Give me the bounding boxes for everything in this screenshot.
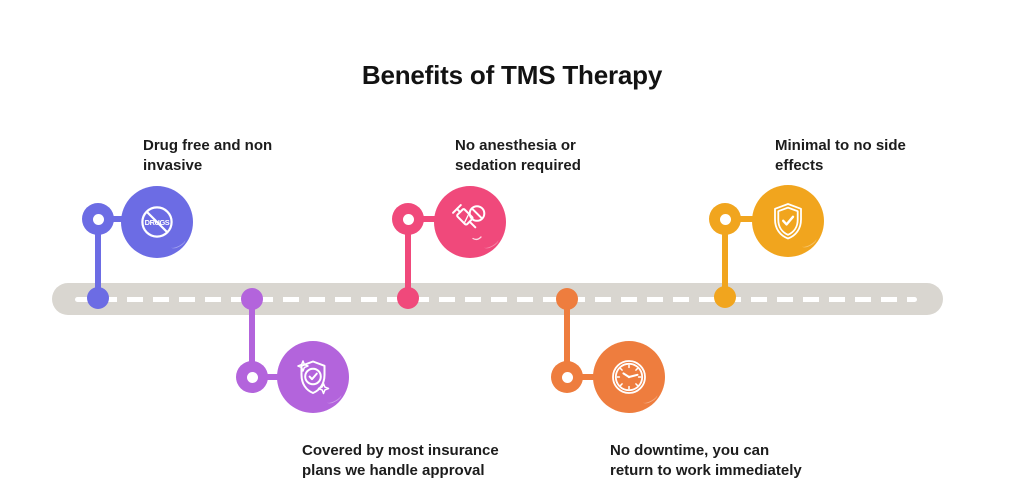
connector-ring bbox=[551, 361, 583, 393]
label-line: No anesthesia or bbox=[455, 137, 576, 154]
connector-stem bbox=[564, 299, 570, 377]
timeline-bar bbox=[52, 283, 943, 315]
milestone-label: Covered by most insurance plans we handl… bbox=[302, 441, 499, 481]
icon-circle bbox=[434, 186, 506, 258]
clock-icon bbox=[612, 360, 646, 394]
label-line: Drug free and non bbox=[143, 137, 273, 154]
label-line: No downtime, you can bbox=[610, 442, 770, 459]
connector-ring bbox=[236, 361, 268, 393]
label-line: invasive bbox=[143, 157, 203, 174]
connector-stem bbox=[95, 219, 101, 298]
milestone-label: Drug free and non invasive bbox=[143, 136, 272, 176]
label-line: Minimal to no side bbox=[775, 137, 906, 154]
icon-circle bbox=[752, 185, 824, 257]
shield-check-icon bbox=[774, 203, 802, 240]
connector-ring bbox=[82, 203, 114, 235]
drugs-icon-text: DRUGS bbox=[145, 218, 170, 227]
label-line: Covered by most insurance bbox=[302, 442, 499, 459]
icon-circle: DRUGS bbox=[121, 186, 193, 258]
connector-ring bbox=[392, 203, 424, 235]
label-line: effects bbox=[775, 157, 824, 174]
icon-circle bbox=[593, 341, 665, 413]
page-title: Benefits of TMS Therapy bbox=[361, 60, 663, 91]
connector-stem bbox=[722, 219, 728, 297]
no-syringe-icon bbox=[452, 204, 486, 241]
label-line: return to work immediately bbox=[610, 462, 802, 479]
timeline-dashed-line bbox=[75, 296, 917, 302]
icon-circle bbox=[277, 341, 349, 413]
connector-ring bbox=[709, 203, 741, 235]
timeline-dot bbox=[87, 287, 109, 309]
timeline-dot bbox=[241, 288, 263, 310]
milestone-label: No downtime, you can return to work imme… bbox=[610, 441, 802, 481]
label-line: plans we handle approval bbox=[302, 462, 485, 479]
milestone-label: Minimal to no side effects bbox=[775, 136, 906, 176]
no-drugs-icon: DRUGS bbox=[141, 206, 173, 238]
timeline-dot bbox=[556, 288, 578, 310]
milestone-label: No anesthesia or sedation required bbox=[455, 136, 581, 176]
connector-stem bbox=[405, 219, 411, 298]
timeline-dot bbox=[714, 286, 736, 308]
shield-check-sparkle-icon bbox=[297, 360, 330, 395]
timeline-dot bbox=[397, 287, 419, 309]
connector-stem bbox=[249, 299, 255, 377]
label-line: sedation required bbox=[455, 157, 581, 174]
